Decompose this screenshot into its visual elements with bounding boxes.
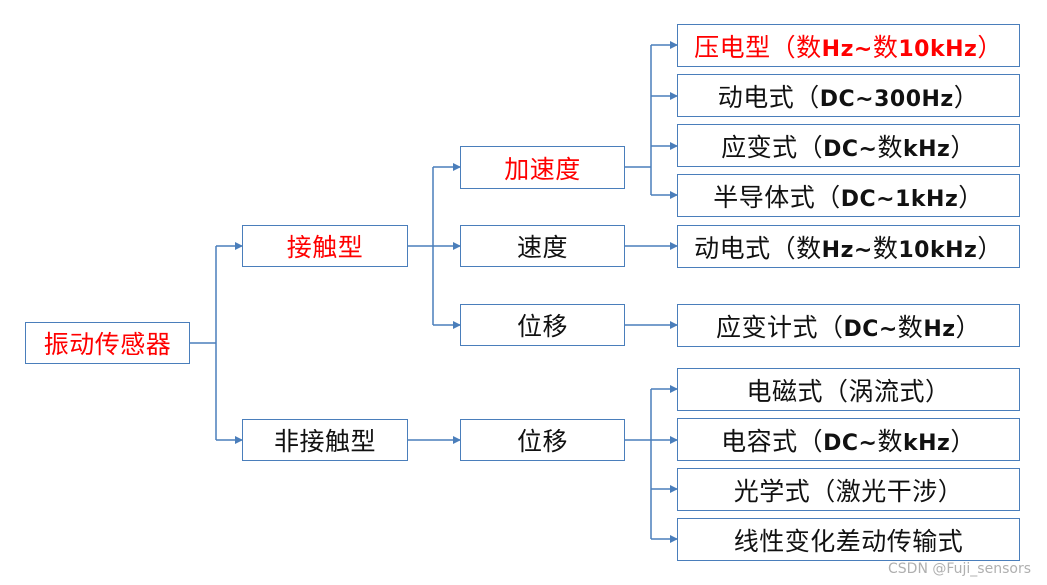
node-label: 动电式（数Hz~数10kHz） — [694, 233, 1003, 263]
node-root-vibration-sensor: 振动传感器 — [25, 322, 190, 364]
node-label: 速度 — [516, 233, 568, 262]
node-label: 光学式（激光干涉） — [733, 476, 964, 506]
node-label: 加速度 — [504, 154, 581, 184]
watermark: CSDN @Fuji_sensors — [888, 561, 1031, 577]
node-acceleration: 加速度 — [460, 146, 625, 189]
node-piezoelectric: 压电型（数Hz~数10kHz） — [677, 24, 1020, 67]
node-label: 线性变化差动传输式 — [733, 526, 964, 556]
node-optical-laser: 光学式（激光干涉） — [677, 468, 1020, 511]
node-velocity: 速度 — [460, 225, 625, 267]
node-label: 接触型 — [286, 233, 364, 262]
node-strain-type: 应变式（DC~数kHz） — [677, 124, 1020, 167]
node-label: 非接触型 — [273, 427, 376, 456]
node-label: 电磁式（涡流式） — [746, 376, 951, 406]
node-lvdt: 线性变化差动传输式 — [677, 518, 1020, 561]
node-label: 应变计式（DC~数Hz） — [715, 312, 982, 342]
node-label: 振动传感器 — [43, 330, 172, 359]
node-label: 位移 — [516, 312, 568, 341]
node-label: 应变式（DC~数kHz） — [721, 132, 976, 162]
node-strain-gauge-type: 应变计式（DC~数Hz） — [677, 304, 1020, 347]
node-label: 半导体式（DC~1kHz） — [713, 182, 984, 212]
node-non-contact-type: 非接触型 — [242, 419, 408, 461]
node-capacitive: 电容式（DC~数kHz） — [677, 418, 1020, 461]
node-semiconductor-type: 半导体式（DC~1kHz） — [677, 174, 1020, 217]
node-contact-type: 接触型 — [242, 225, 408, 267]
node-label: 电容式（DC~数kHz） — [721, 426, 976, 456]
node-displacement-non-contact: 位移 — [460, 419, 625, 461]
node-electromagnetic-eddy: 电磁式（涡流式） — [677, 368, 1020, 411]
node-electrodynamic-accel: 动电式（DC~300Hz） — [677, 74, 1020, 117]
node-displacement-contact: 位移 — [460, 304, 625, 346]
node-electrodynamic-velocity: 动电式（数Hz~数10kHz） — [677, 225, 1020, 268]
node-label: 压电型（数Hz~数10kHz） — [694, 32, 1003, 62]
node-label: 位移 — [516, 427, 568, 456]
node-label: 动电式（DC~300Hz） — [717, 82, 980, 112]
